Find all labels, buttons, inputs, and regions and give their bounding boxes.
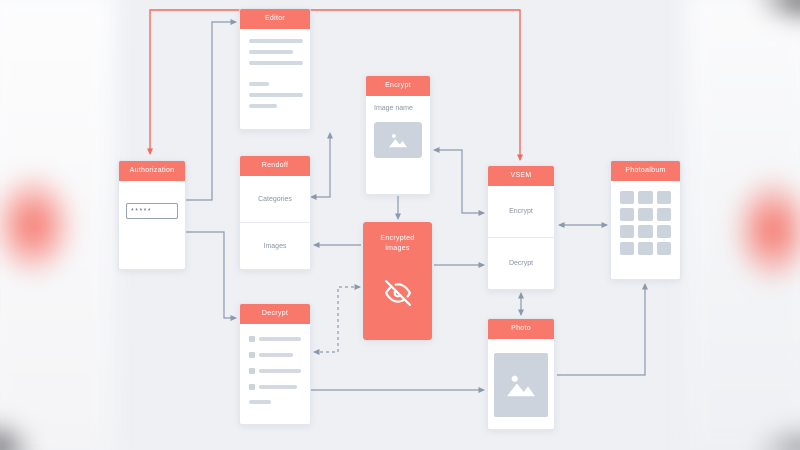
node-rendoff-title: Rendoff [240, 156, 310, 176]
edge-decrypt-encryptedimages [313, 284, 361, 355]
image-placeholder [374, 122, 422, 158]
text-line [249, 93, 303, 97]
editor-text-lines [240, 29, 310, 125]
photo-thumbnail [638, 208, 653, 221]
list-item [249, 336, 301, 342]
node-encrypt: Encrypt Image name [365, 75, 431, 195]
password-value: ***** [131, 207, 153, 215]
node-photo-title: Photo [488, 319, 554, 339]
blurred-backdrop-right [685, 0, 800, 450]
list-item [249, 400, 301, 404]
text-line [249, 61, 303, 65]
text-line [259, 353, 293, 357]
edge-encrypt-vsem [433, 147, 485, 216]
node-photoalbum-title: Photoalbum [611, 161, 680, 181]
photo-thumbnail-grid [611, 181, 680, 265]
photo-thumbnail [638, 191, 653, 204]
photo-thumbnail [620, 191, 635, 204]
image-name-label: Image name [374, 105, 413, 112]
edge-authorization-decrypt [186, 231, 237, 321]
text-line [259, 337, 301, 341]
text-line [249, 400, 271, 404]
node-vsem-title: VSEM [488, 166, 554, 186]
photo-thumbnail [620, 225, 635, 238]
photo-thumbnail [638, 242, 653, 255]
text-line [259, 369, 301, 373]
decrypt-checklist [240, 324, 310, 426]
edge-photo-photoalbum [557, 283, 648, 376]
checkbox-icon [249, 352, 255, 358]
password-field: ***** [126, 203, 178, 219]
vsem-section-decrypt: Decrypt [488, 237, 554, 289]
rendoff-section-images: Images [240, 222, 310, 269]
text-line [249, 39, 303, 43]
image-placeholder-icon [389, 133, 407, 148]
node-authorization: Authorization ***** [118, 160, 186, 270]
checkbox-icon [249, 384, 255, 390]
photo-thumbnail [656, 208, 671, 221]
node-encrypted-images-title: Encrypted images [380, 235, 415, 253]
photo-placeholder [494, 353, 548, 417]
node-editor: Editor [239, 8, 311, 130]
text-line [249, 82, 269, 86]
image-placeholder-icon [507, 375, 535, 397]
text-line [259, 385, 297, 389]
node-encrypted-images: Encrypted images [363, 222, 432, 340]
list-item [249, 384, 301, 390]
photo-thumbnail [656, 225, 671, 238]
list-item [249, 352, 301, 358]
photo-thumbnail [620, 208, 635, 221]
node-encrypt-title: Encrypt [366, 76, 430, 96]
photo-thumbnail [656, 191, 671, 204]
node-photo: Photo [487, 318, 555, 430]
photo-thumbnail [620, 242, 635, 255]
vsem-section-encrypt: Encrypt [509, 208, 533, 215]
node-authorization-title: Authorization [119, 161, 185, 181]
node-vsem: VSEM Encrypt Decrypt [487, 165, 555, 290]
text-line [249, 50, 293, 54]
node-decrypt-title: Decrypt [240, 304, 310, 324]
photo-thumbnail [638, 225, 653, 238]
node-photoalbum: Photoalbum [610, 160, 681, 280]
edge-rendoff-editor [310, 132, 333, 200]
list-item [249, 368, 301, 374]
edge-top-coral [147, 9, 523, 161]
photo-thumbnail [656, 242, 671, 255]
checkbox-icon [249, 336, 255, 342]
hidden-eye-icon [384, 280, 411, 307]
node-editor-title: Editor [240, 9, 310, 29]
blurred-backdrop-left [0, 0, 115, 450]
node-rendoff: Rendoff Categories Images [239, 155, 311, 270]
rendoff-section-categories: Categories [258, 195, 292, 203]
edge-authorization-editor [186, 19, 237, 201]
node-decrypt: Decrypt [239, 303, 311, 425]
text-line [249, 104, 277, 108]
checkbox-icon [249, 368, 255, 374]
